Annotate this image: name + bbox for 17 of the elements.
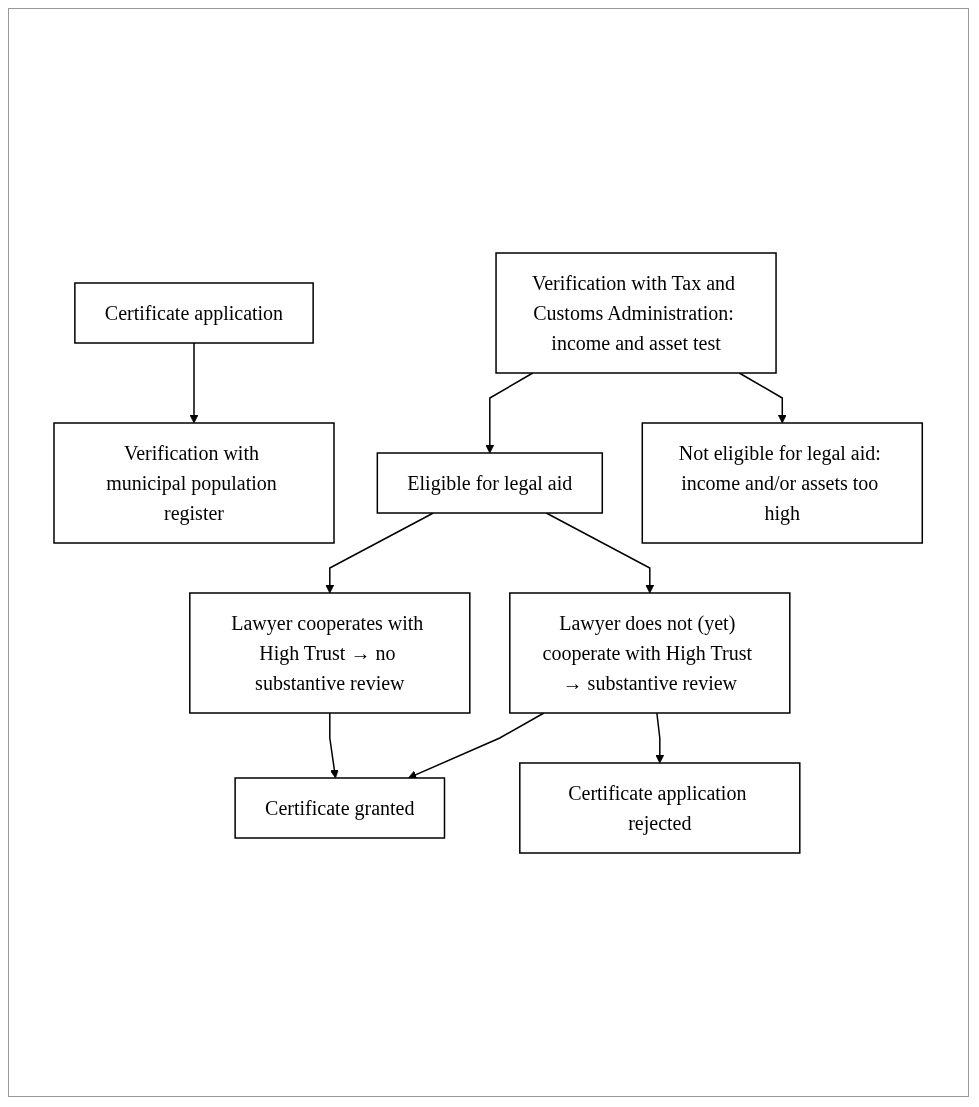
arrow xyxy=(325,511,435,593)
node-box: Certificate application xyxy=(74,281,315,344)
arrow xyxy=(189,341,199,423)
node-box: Lawyer does not (yet) cooperate with High Trust → substantive review xyxy=(509,591,791,714)
node-box: Lawyer cooperates with High Trust → no substantive review xyxy=(189,591,471,714)
node-box: Certificate granted xyxy=(234,776,446,839)
node-box: Certificate application rejected xyxy=(519,761,801,854)
arrow xyxy=(485,371,534,453)
node-box: Verification with municipal population register xyxy=(53,421,336,544)
arrow xyxy=(545,511,655,593)
arrow xyxy=(408,711,546,779)
arrow xyxy=(329,711,340,778)
arrow xyxy=(738,371,788,423)
arrow xyxy=(655,711,665,763)
node-box: Not eligible for legal aid: income and/or assets too high xyxy=(641,421,924,544)
node-box: Eligible for legal aid xyxy=(376,451,604,514)
node-box: Verification with Tax and Customs Administration: income and asset test xyxy=(495,251,778,374)
